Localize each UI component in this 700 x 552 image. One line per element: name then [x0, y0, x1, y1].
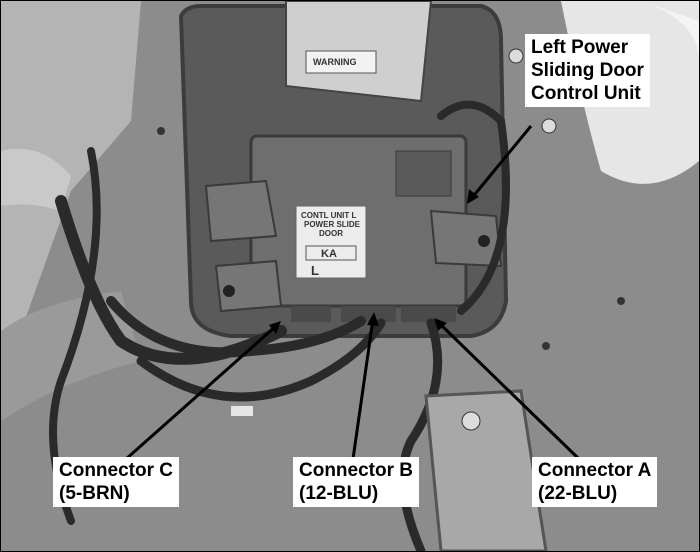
highlight — [641, 1, 699, 61]
callout-connector-c: Connector C (5-BRN) — [53, 457, 179, 507]
panel-hole — [617, 297, 625, 305]
panel-bolt — [541, 118, 557, 134]
arrowhead-connector-a — [434, 318, 447, 331]
leader-line-control-unit — [469, 125, 533, 200]
module-label-line3: DOOR — [319, 229, 343, 238]
callout-control-unit: Left Power Sliding Door Control Unit — [525, 34, 650, 107]
callout-control-unit-line1: Left Power — [531, 37, 629, 58]
mount-tab-lower-left — [214, 259, 283, 313]
warning-sticker — [305, 50, 377, 74]
arrowhead-connector-b — [367, 312, 379, 326]
module-label-line1: CONTL UNIT L — [301, 211, 357, 220]
connector-c-body — [291, 306, 331, 322]
callout-control-unit-line3: Control Unit — [531, 83, 641, 104]
callout-connector-b-line2: (12-BLU) — [299, 483, 379, 504]
callout-connector-a-line2: (22-BLU) — [538, 483, 618, 504]
panel-hole — [157, 127, 165, 135]
mount-tab-upper-left — [204, 179, 278, 243]
bolt-right — [478, 235, 490, 247]
module-label-card — [295, 205, 367, 279]
module-code: KA — [321, 248, 337, 260]
module-recess — [395, 150, 452, 197]
callout-control-unit-line2: Sliding Door — [531, 60, 644, 81]
mount-tab-right — [429, 209, 503, 268]
door-trim-left — [1, 1, 141, 421]
bracket-bolt — [461, 411, 481, 431]
foam-pad — [1, 148, 71, 211]
callout-connector-a: Connector A (22-BLU) — [532, 457, 658, 507]
arrowhead-connector-c — [269, 321, 281, 334]
panel-hole — [542, 342, 550, 350]
leader-line-connector-a — [437, 321, 581, 461]
callout-connector-b: Connector B (12-BLU) — [293, 457, 419, 507]
lower-bracket — [424, 389, 548, 551]
module-side: L — [311, 263, 319, 278]
connector-a-body — [401, 306, 456, 322]
module-label-line2: POWER SLIDE — [304, 220, 361, 229]
harness-branch-2 — [136, 318, 386, 402]
harness-clip — [231, 406, 253, 416]
module-code-box — [305, 245, 357, 261]
leader-line-connector-b — [351, 318, 375, 460]
leader-line-connector-c — [125, 324, 277, 461]
callout-connector-c-line1: Connector C — [59, 460, 173, 481]
bolt-left — [223, 285, 235, 297]
callout-connector-b-line1: Connector B — [299, 460, 413, 481]
callout-connector-a-line1: Connector A — [538, 460, 652, 481]
callout-connector-c-line2: (5-BRN) — [59, 483, 130, 504]
panel-bolt — [508, 48, 524, 64]
harness-branch-3 — [398, 318, 443, 551]
connector-b-body — [341, 306, 396, 322]
arrowhead-control-unit — [467, 189, 479, 204]
harness-branch-1 — [106, 296, 366, 358]
warning-text: WARNING — [313, 57, 357, 67]
